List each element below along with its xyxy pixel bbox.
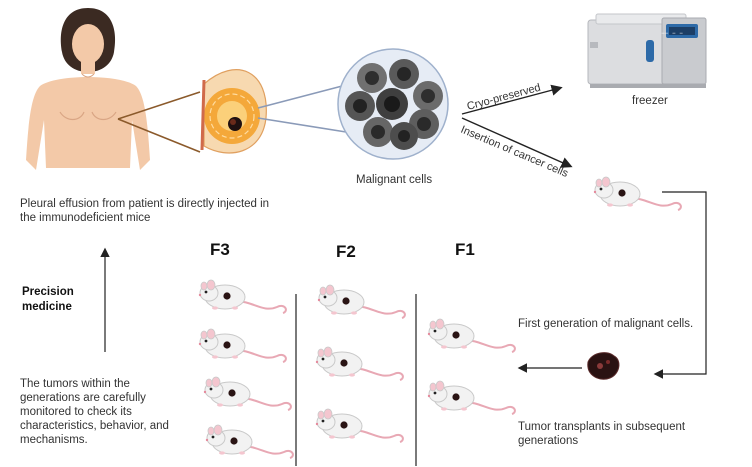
pointer-line-top (117, 91, 201, 120)
f3-mouse-1 (197, 279, 287, 314)
f3-mouse-4 (204, 424, 294, 459)
zoom-line-bottom (257, 117, 347, 133)
freezer-display: −− − − (661, 30, 683, 37)
freezer-label: freezer (632, 95, 668, 107)
arrow-to-freezer (461, 84, 563, 115)
tumor-transplants-text: Tumor transplants in subsequent generati… (518, 421, 686, 447)
precision-medicine-label: Precision medicine (22, 286, 74, 313)
first-generation-text: First generation of malignant cells. (518, 318, 694, 330)
zoom-line-top (257, 84, 347, 109)
injected-mouse-icon (592, 176, 682, 211)
pleural-effusion-text: Pleural effusion from patient is directl… (20, 198, 270, 224)
malignant-cells-icon (337, 48, 449, 160)
tumor-icon (587, 352, 620, 380)
insertion-label: Insertion of cancer cells (459, 124, 571, 180)
malignant-cells-label: Malignant cells (356, 174, 433, 186)
arrow-to-mouse (461, 117, 573, 168)
patient-figure (26, 8, 150, 170)
connector-mouse-to-tumor (653, 191, 707, 379)
f2-mouse-1 (316, 284, 406, 319)
breast-tissue-icon (200, 69, 267, 154)
f2-mouse-3 (314, 408, 404, 443)
freezer-icon (587, 13, 707, 88)
f1-mouse-2 (426, 380, 516, 415)
f2-mouse-2 (314, 346, 404, 381)
monitoring-text: The tumors within the generations are ca… (20, 378, 169, 446)
f3-mouse-2 (197, 328, 287, 363)
cryo-preserved-label: Cryo-preserved (466, 82, 542, 113)
generation-f1-label: F1 (455, 240, 475, 259)
f1-mouse-1 (426, 318, 516, 353)
pointer-line-bottom (117, 118, 201, 153)
generation-f3-label: F3 (210, 240, 230, 259)
f3-mouse-3 (202, 376, 292, 411)
generation-f2-label: F2 (336, 242, 356, 261)
